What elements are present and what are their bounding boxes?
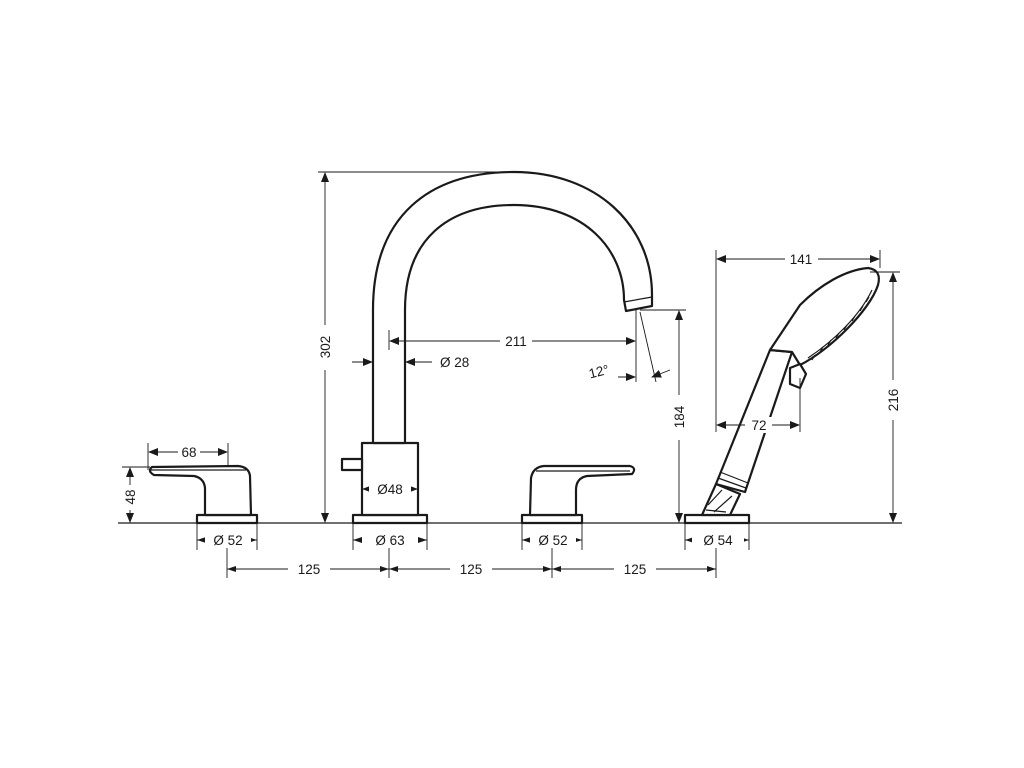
label-body-diameter: Ø48 [377, 482, 403, 497]
spout [340, 170, 654, 525]
label-spout-height: 302 [318, 336, 333, 359]
label-shower-height: 216 [886, 389, 901, 412]
label-base-center: Ø 63 [375, 533, 404, 548]
dim-shower-offset [716, 378, 801, 432]
dim-shower-height [870, 271, 900, 523]
left-lever-handle [148, 464, 259, 525]
label-spacing-1: 125 [298, 562, 321, 577]
dim-lever-height [122, 466, 150, 523]
dim-outlet-height [640, 309, 686, 523]
label-base-shower: Ø 54 [703, 533, 733, 548]
label-outlet-angle: 12° [587, 362, 610, 381]
hand-shower [683, 266, 880, 525]
dim-spout-reach [388, 310, 637, 382]
dim-spout-height [318, 171, 514, 523]
label-lever-height: 48 [123, 489, 138, 504]
dim-spacing [226, 548, 717, 578]
label-spacing-3: 125 [624, 562, 647, 577]
label-base-right-lever: Ø 52 [538, 533, 567, 548]
label-spacing-2: 125 [460, 562, 483, 577]
label-tube-diameter: Ø 28 [440, 355, 469, 370]
dim-outlet-angle [618, 311, 671, 383]
label-shower-width: 141 [790, 252, 813, 267]
dim-shower-width [715, 250, 881, 432]
label-outlet-height: 184 [672, 405, 687, 428]
label-lever-width: 68 [181, 445, 196, 460]
right-lever-handle [520, 464, 636, 525]
label-spout-reach: 211 [505, 334, 527, 349]
dim-lever-width [147, 443, 229, 470]
label-base-left: Ø 52 [213, 533, 242, 548]
label-shower-offset: 72 [751, 418, 766, 433]
